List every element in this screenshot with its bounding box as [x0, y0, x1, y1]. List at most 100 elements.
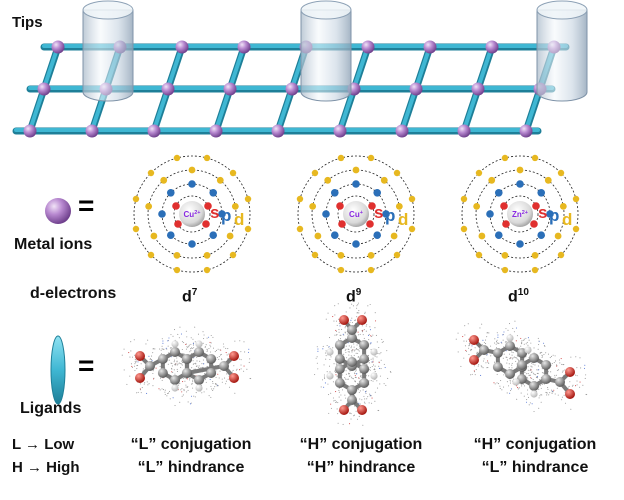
density-dot [206, 362, 208, 364]
density-dot [515, 360, 517, 362]
density-dot [579, 357, 581, 359]
density-dot [510, 388, 512, 390]
density-dot [339, 338, 341, 340]
density-dot [203, 334, 205, 336]
ion-symbol: Cu2+ [184, 210, 201, 219]
density-dot [509, 382, 512, 384]
d-exponent: 10 [517, 287, 529, 298]
density-dot [332, 381, 334, 383]
density-dot [187, 389, 189, 391]
density-dot [201, 392, 203, 394]
density-dot [372, 357, 374, 359]
density-dot [179, 382, 181, 385]
density-dot [244, 351, 246, 353]
density-dot [353, 354, 355, 356]
density-dot [334, 371, 337, 373]
density-dot [212, 381, 214, 383]
density-dot [576, 375, 578, 377]
density-dot [355, 352, 357, 354]
density-dot [538, 388, 540, 391]
density-dot [517, 387, 519, 389]
density-dot [197, 366, 199, 368]
density-dot [194, 396, 196, 398]
p-electron [494, 231, 503, 240]
density-dot [339, 325, 341, 327]
d-exponent: 7 [191, 287, 198, 298]
density-dot [527, 396, 530, 399]
hydrogen-atom [506, 334, 514, 342]
density-dot [210, 346, 212, 348]
density-dot [155, 367, 157, 369]
density-dot [503, 331, 505, 333]
density-dot [196, 360, 198, 362]
density-dot [350, 376, 352, 378]
density-dot [130, 341, 132, 343]
density-dot [201, 363, 203, 365]
density-dot [520, 392, 522, 394]
density-dot [134, 359, 136, 361]
density-dot [317, 350, 319, 352]
density-dot [494, 338, 496, 340]
density-dot [350, 405, 352, 407]
density-dot [335, 391, 337, 393]
density-dot [190, 350, 192, 352]
density-dot [338, 387, 340, 389]
density-dot [211, 388, 213, 390]
density-dot [512, 352, 514, 354]
density-dot [345, 348, 347, 350]
density-dot [368, 334, 370, 337]
density-dot [353, 346, 355, 348]
density-dot [194, 326, 196, 328]
density-dot [510, 357, 512, 359]
density-dot [176, 370, 178, 373]
density-dot [370, 380, 372, 382]
outer-electron [229, 251, 237, 259]
density-dot [503, 346, 505, 348]
density-dot [167, 345, 169, 347]
density-dot [190, 348, 192, 350]
conjugation-caption-3: “H” conjugation [473, 436, 597, 453]
density-dot [509, 392, 511, 394]
density-dot [344, 325, 346, 327]
density-dot [369, 395, 371, 397]
density-dot [333, 320, 335, 322]
density-dot [486, 354, 488, 356]
legend-icons [45, 198, 71, 405]
density-dot [243, 370, 245, 372]
carbon-atom [505, 341, 515, 351]
density-dot [323, 376, 326, 378]
density-dot [516, 358, 518, 360]
density-dot [575, 385, 577, 387]
density-dot [240, 359, 242, 361]
density-dot [511, 362, 513, 364]
density-dot [176, 364, 178, 366]
orbital-p-label: p [385, 206, 395, 225]
density-dot [346, 333, 348, 335]
density-dot [356, 418, 359, 420]
legend-low: L → Low [12, 436, 75, 453]
density-dot [197, 333, 200, 335]
metal-node [147, 124, 161, 138]
density-dot [381, 338, 383, 340]
density-dot [540, 401, 542, 403]
density-dot [243, 341, 245, 343]
density-dot [214, 382, 216, 385]
density-dot [356, 316, 358, 318]
density-dot [335, 401, 338, 403]
density-dot [350, 319, 352, 321]
density-dot [325, 355, 327, 357]
d-electron [203, 251, 211, 259]
carbon-atom [347, 333, 357, 343]
p-electron [330, 231, 339, 240]
density-dot [186, 378, 188, 380]
density-dot [509, 379, 511, 381]
density-dot [203, 337, 205, 340]
density-dot [368, 359, 371, 362]
density-dot [126, 383, 128, 385]
density-dot [513, 331, 515, 333]
tip-body [82, 9, 134, 102]
density-dot [533, 410, 535, 413]
density-dot [372, 380, 374, 382]
density-dot [345, 338, 347, 340]
density-dot [171, 371, 173, 373]
